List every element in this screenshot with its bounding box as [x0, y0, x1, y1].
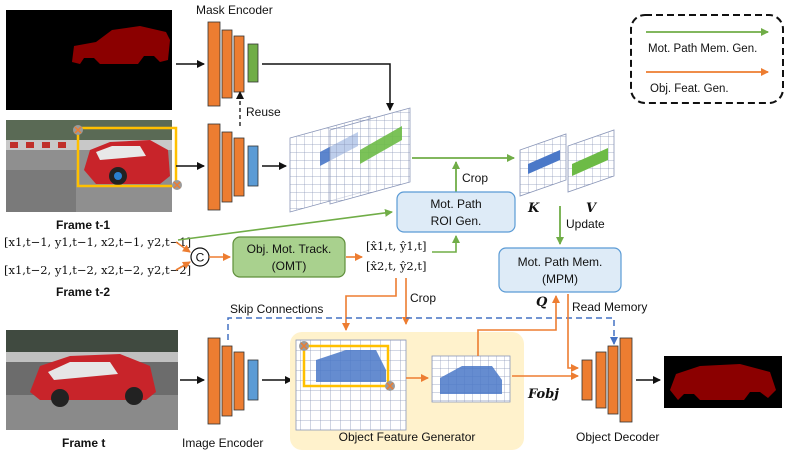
skip-connections-label: Skip Connections — [230, 302, 323, 316]
arrow-read-memory — [567, 294, 579, 372]
frame-t1-label: Frame t-1 — [56, 218, 110, 232]
ofg-label: Object Feature Generator — [339, 430, 476, 444]
pred-coords-2: [x̂2,t, ŷ2,t] — [366, 259, 426, 273]
arrow-crop-left — [342, 278, 397, 331]
v-label: V — [586, 201, 598, 216]
arrow-coords-t2-to-concat — [175, 261, 191, 271]
object-decoder — [581, 337, 633, 423]
object-decoder-label: Object Decoder — [576, 430, 659, 444]
legend: Mot. Path Mem. Gen. Obj. Feat. Gen. — [630, 14, 784, 104]
coords-t2: [x1,t−2, y1,t−2, x2,t−2, y2,t−2] — [4, 263, 191, 277]
legend-orange-label: Obj. Feat. Gen. — [650, 83, 729, 95]
legend-green-label: Mot. Path Mem. Gen. — [648, 43, 757, 55]
frame-t1-image — [6, 120, 182, 212]
mask-image — [6, 10, 172, 110]
roi-gen-box: Mot. Path ROI Gen. — [396, 191, 516, 233]
reuse-label: Reuse — [246, 105, 281, 119]
omt-line2: (OMT) — [272, 259, 307, 273]
image-encoder-label: Image Encoder — [182, 436, 263, 450]
roi-line2: ROI Gen. — [431, 214, 482, 228]
skip-connections-line — [227, 317, 618, 345]
mpm-box: Mot. Path Mem. (MPM) — [498, 247, 622, 293]
update-label: Update — [566, 217, 605, 231]
pred-coords-1: [x̂1,t, ŷ1,t] — [366, 239, 426, 253]
omt-box: Obj. Mot. Track. (OMT) — [232, 236, 346, 278]
fobj-label: Fobj — [527, 387, 559, 402]
k-grid — [519, 133, 567, 197]
roi-line1: Mot. Path — [430, 197, 481, 211]
output-mask — [664, 356, 782, 408]
ofg-panel: Object Feature Generator — [290, 332, 524, 450]
mpm-line2: (MPM) — [542, 272, 578, 286]
arrow-q-to-mpm — [477, 295, 560, 356]
arrow-coords-t1-to-concat — [175, 241, 191, 253]
read-memory-label: Read Memory — [572, 300, 647, 314]
mpm-line1: Mot. Path Mem. — [518, 255, 603, 269]
frame-t-label: Frame t — [62, 436, 105, 450]
frame-t2-label: Frame t-2 — [56, 285, 110, 299]
mask-encoder-label: Mask Encoder — [196, 3, 273, 17]
arrow-mask-to-grid — [262, 63, 394, 111]
k-label: K — [527, 201, 540, 216]
arrow-pred-to-roi — [432, 235, 460, 253]
crop-top-label: Crop — [462, 171, 488, 185]
crop-mid-label: Crop — [410, 291, 436, 305]
arrow-coords-to-roi — [177, 208, 393, 241]
mask-encoder — [207, 21, 259, 107]
v-grid — [567, 129, 615, 193]
coords-t1: [x1,t−1, y1,t−1, x2,t−1, y2,t−1] — [4, 235, 191, 249]
concat-node: C — [190, 247, 210, 267]
q-label: Q — [536, 295, 548, 310]
frame-t-image — [6, 330, 178, 430]
feature-grid-green — [329, 107, 411, 205]
omt-line1: Obj. Mot. Track. — [247, 242, 332, 256]
svg-text:C: C — [196, 251, 205, 265]
image-encoder-t1 — [207, 123, 259, 211]
image-encoder-t — [207, 337, 259, 425]
